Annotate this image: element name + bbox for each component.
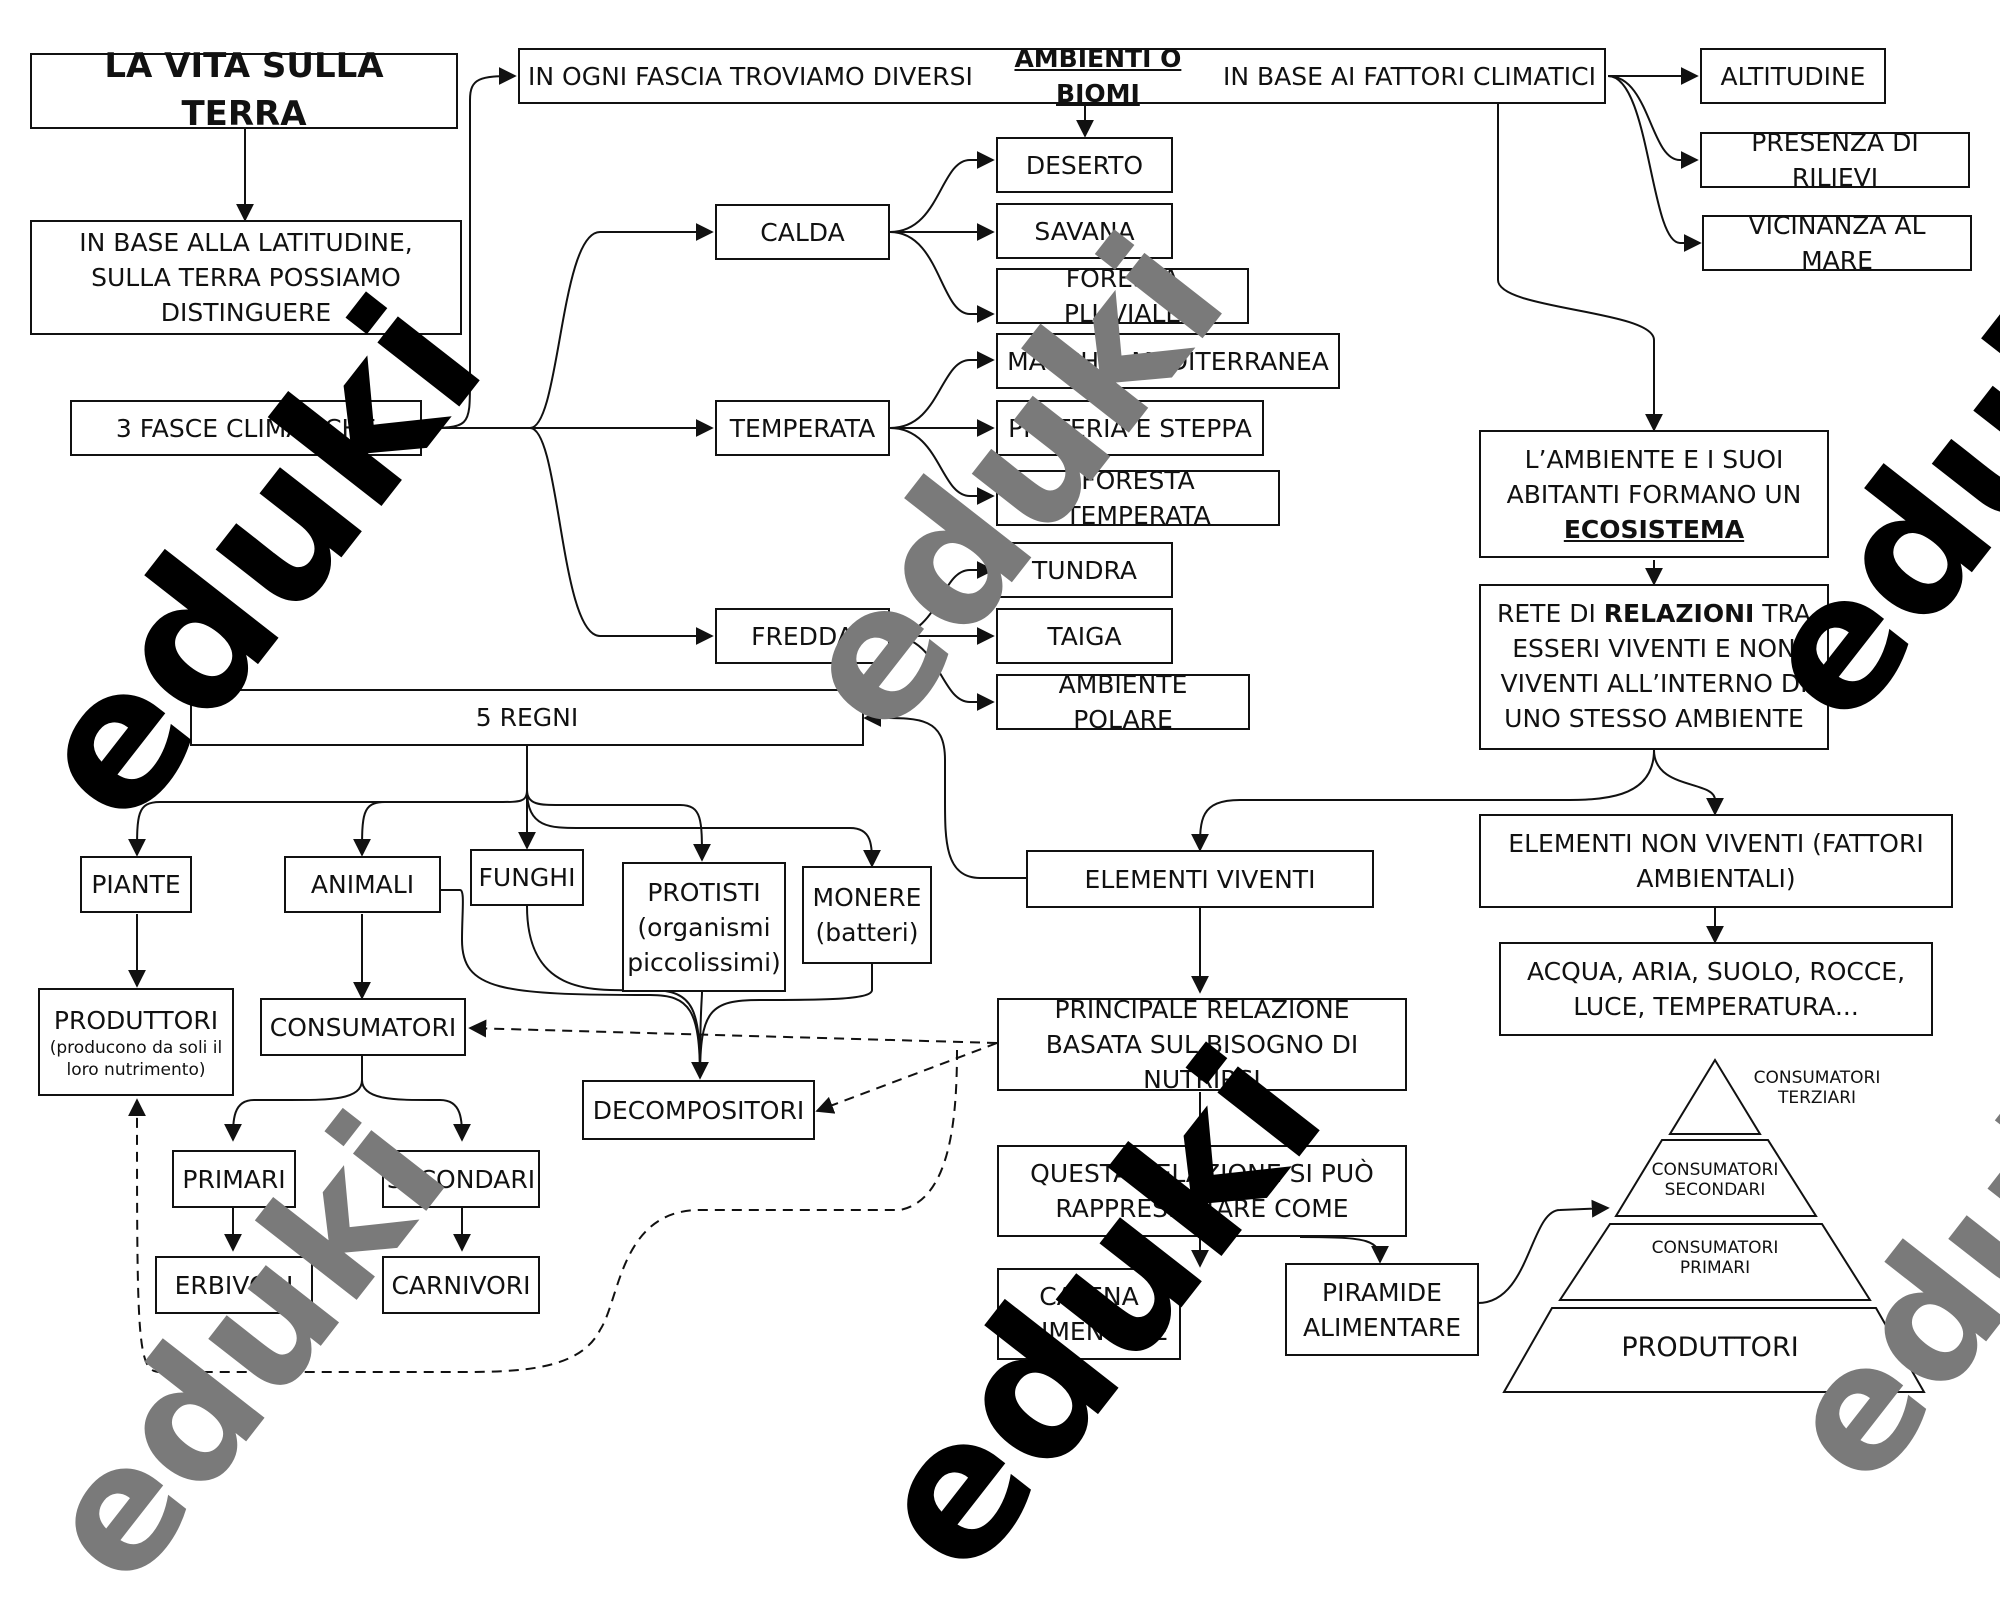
rete-text-before: RETE DI [1497,599,1604,628]
decompositori-box: DECOMPOSITORI [582,1080,815,1140]
ecosistema-box: L’AMBIENTE E I SUOI ABITANTI FORMANO UN … [1479,430,1829,558]
connector [889,635,995,711]
pyramid-level-tertiary [1668,1058,1762,1135]
erbivori-box: ERBIVORI [155,1256,313,1314]
pyramid-label-primary: CONSUMATORI PRIMARI [1651,1238,1779,1279]
biome-prateria: PRATERIA E STEPPA [996,400,1264,456]
elementi-viventi-box: ELEMENTI VIVENTI [1026,850,1374,908]
kingdom-protisti: PROTISTI (organismi piccolissimi) [622,862,786,992]
elementi-non-viventi-box: ELEMENTI NON VIVENTI (FATTORI AMBIENTALI… [1479,814,1953,908]
dashed-connector [128,1049,958,1373]
connector [1299,1236,1389,1264]
connector [361,1079,471,1142]
factor-rilievi: PRESENZA DI RILIEVI [1700,128,1970,192]
dashed-connector [468,1019,998,1044]
connector [353,801,500,857]
connector [1477,1199,1610,1304]
pyramid-level-secondary [1614,1139,1818,1217]
connector [419,67,517,429]
connector [863,709,1026,879]
connector [224,1056,363,1142]
connector [889,231,995,323]
rete-box: RETE DI RELAZIONI TRA ESSERI VIVENTI E N… [1479,584,1829,750]
concept-map: LA VITA SULLA TERRA IN BASE ALLA LATITUD… [0,44,2000,1619]
connector [1191,749,1655,852]
ecosistema-text: L’AMBIENTE E I SUOI ABITANTI FORMANO UN [1506,444,1802,509]
biome-polare: AMBIENTE POLARE [996,670,1250,734]
zone-calda: CALDA [715,204,890,260]
kingdom-piante: PIANTE [80,856,192,913]
connector [420,223,714,429]
fasce-box: 3 FASCE CLIMATICHE [70,400,422,456]
biome-foresta-pluviale: FORESTA PLUVIALE [996,264,1249,328]
consumatori-box: CONSUMATORI [260,998,466,1056]
connector [889,351,995,429]
biome-savana: SAVANA [996,203,1173,259]
zone-temperata: TEMPERATA [715,400,890,456]
connector [529,427,714,645]
biome-taiga: TAIGA [996,608,1173,664]
produttori-label: PRODUTTORI [53,1006,219,1036]
kingdom-animali: ANIMALI [284,856,441,913]
biomi-text-before: IN OGNI FASCIA TROVIAMO DIVERSI [528,61,981,91]
pyramid-label-tertiary: CONSUMATORI TERZIARI [1753,1068,1881,1109]
kingdom-funghi: FUNGHI [470,849,584,906]
connector [128,746,528,857]
fattori-list-box: ACQUA, ARIA, SUOLO, ROCCE, LUCE, TEMPERA… [1499,942,1933,1036]
connector [1607,75,1702,252]
secondari-box: SECONDARI [382,1150,540,1208]
pyramid-level-producers [1502,1307,1926,1393]
carnivori-box: CARNIVORI [382,1256,540,1314]
primari-box: PRIMARI [172,1150,296,1208]
biome-foresta-temperata: FORESTA TEMPERATA [996,466,1280,530]
connector [526,789,881,868]
biome-deserto: DESERTO [996,137,1173,193]
connector [889,151,995,233]
rete-text-bold: RELAZIONI [1603,599,1755,628]
factor-altitudine: ALTITUDINE [1700,48,1886,104]
pyramid-level-primary [1558,1223,1872,1301]
connector [440,889,709,1080]
food-pyramid [1502,1058,1926,1393]
latitude-box: IN BASE ALLA LATITUDINE, SULLA TERRA POS… [30,220,462,335]
biome-tundra: TUNDRA [996,542,1173,598]
connector [889,561,995,637]
rete-text-after: TRA ESSERI VIVENTI E NON VIVENTI ALL’INT… [1500,599,1811,733]
biomi-text-after: IN BASE AI FATTORI CLIMATICI [1215,61,1596,91]
rappresentare-box: QUESTA RELAZIONE SI PUÒ RAPPRESENTARE CO… [997,1145,1407,1237]
pyramid-label-secondary: CONSUMATORI SECONDARI [1651,1160,1779,1201]
biome-macchia: MACCHIA MEDITERRANEA [996,333,1340,389]
factor-mare: VICINANZA AL MARE [1702,211,1972,275]
main-title: LA VITA SULLA TERRA [30,46,458,134]
connector-layer [128,67,1926,1393]
produttori-note: (producono da soli il loro nutrimento) [49,1038,223,1080]
connector [889,427,995,505]
ecosistema-bold: ECOSISTEMA [1563,514,1745,544]
dashed-connector [815,1042,998,1114]
catena-box: CATENA ALIMENTARE [997,1268,1181,1360]
connector [1497,104,1663,432]
connector [699,964,873,1079]
connector [1607,75,1699,169]
pyramid-label-producers: PRODUTTORI [1621,1332,1799,1363]
regni-box: 5 REGNI [190,689,864,746]
kingdom-monere: MONERE (batteri) [802,866,932,964]
connector [1653,749,1724,816]
biomi-text-bold: AMBIENTI O BIOMI [1014,44,1182,108]
piramide-box: PIRAMIDE ALIMENTARE [1285,1263,1479,1356]
zone-fredda: FREDDA [715,608,890,664]
produttori-box: PRODUTTORI (producono da soli il loro nu… [38,988,234,1096]
biomi-box: IN OGNI FASCIA TROVIAMO DIVERSI AMBIENTI… [518,44,1606,108]
connector [526,789,711,862]
relazione-box: PRINCIPALE RELAZIONE BASATA SUL BISOGNO … [997,995,1407,1094]
